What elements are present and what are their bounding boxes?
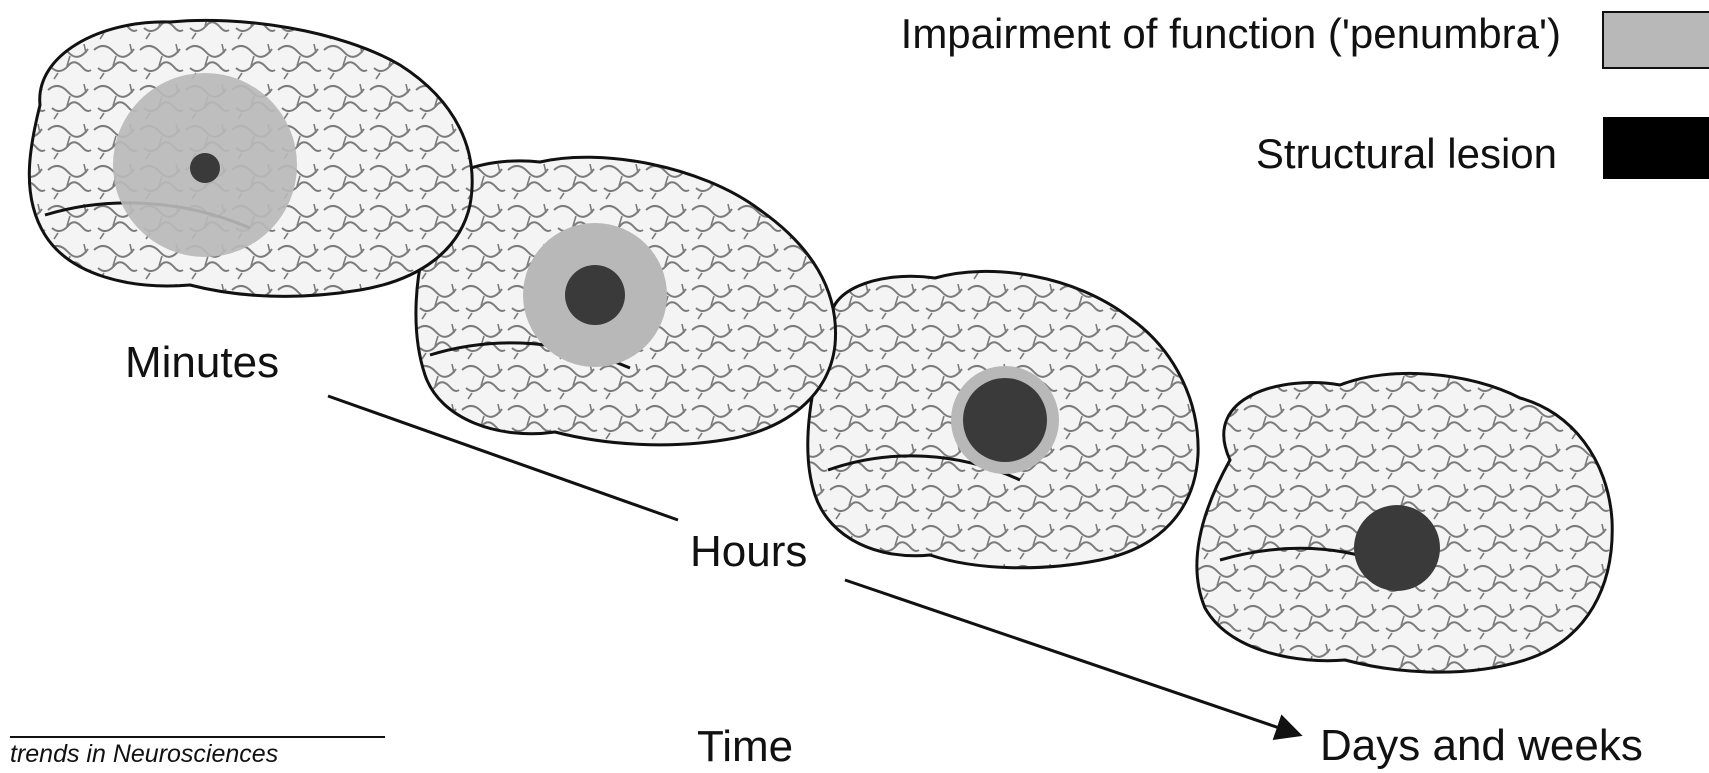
penumbra-swatch <box>1603 12 1709 68</box>
minutes-label: Minutes <box>125 338 279 388</box>
brain-minutes <box>29 20 472 296</box>
hours-label: Hours <box>690 527 807 577</box>
structural-lesion <box>1354 505 1440 591</box>
brain-hours-late <box>808 271 1198 567</box>
lesion-legend-label: Structural lesion <box>1256 130 1557 178</box>
time-axis-label: Time <box>697 722 793 772</box>
structural-lesion <box>963 378 1047 462</box>
lesion-swatch <box>1603 117 1709 179</box>
source-credit: trends in Neurosciences <box>10 740 278 769</box>
penumbra-legend-label: Impairment of function ('penumbra') <box>901 10 1561 58</box>
brain-hours-early <box>416 157 836 445</box>
brain-days-weeks <box>1197 373 1612 672</box>
structural-lesion <box>190 153 220 183</box>
days-weeks-label: Days and weeks <box>1320 721 1643 771</box>
structural-lesion <box>565 265 625 325</box>
